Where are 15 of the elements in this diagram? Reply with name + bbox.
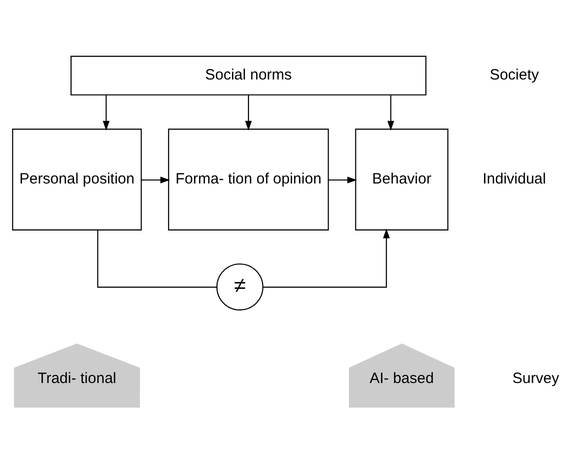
arrow — [387, 94, 394, 130]
arrow — [245, 94, 252, 130]
node-box: Forma- tion of opinion — [168, 128, 329, 230]
label: Society — [490, 66, 539, 84]
node-box: Social norms — [70, 55, 426, 95]
arrow — [141, 176, 170, 183]
node-circle: ≠ — [216, 262, 264, 310]
node-box: Personal position — [12, 128, 142, 230]
connector — [97, 230, 218, 288]
node-box: Behavior — [355, 128, 448, 230]
label: Survey — [512, 369, 560, 386]
arrow — [102, 94, 110, 130]
arrow — [328, 176, 357, 183]
arrow — [262, 228, 390, 288]
label: Individual — [482, 170, 546, 188]
